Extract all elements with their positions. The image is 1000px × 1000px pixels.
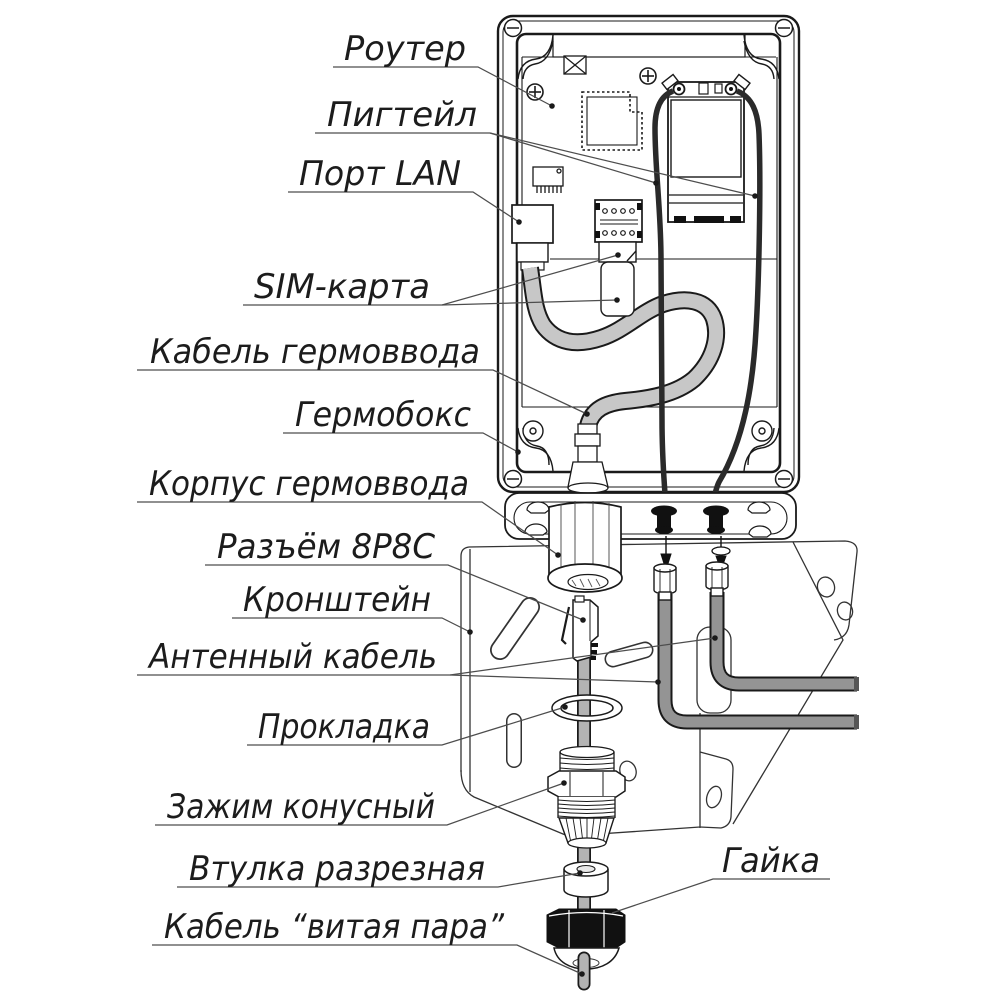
label-twisted-pair: Кабель “витая пара” [164, 907, 504, 947]
label-plug-8p8c: Разъём 8P8C [217, 527, 435, 567]
pigtail-cables [652, 88, 763, 495]
clip-component [563, 55, 587, 75]
label-nut: Гайка [722, 841, 820, 881]
label-hermobox: Гермобокс [295, 395, 471, 435]
label-gasket: Прокладка [258, 707, 430, 747]
label-lan-port: Порт LAN [299, 154, 461, 194]
cable-ferrule [567, 423, 609, 494]
label-antenna-cable: Антенный кабель [147, 637, 437, 677]
pcb-outline [521, 56, 778, 408]
router-chip [581, 91, 643, 151]
label-sim-card: SIM-карта [254, 267, 430, 307]
small-chip [532, 166, 564, 193]
sma-connectors [653, 561, 729, 601]
antenna-cables-part [653, 561, 859, 730]
label-bracket: Кронштейн [243, 580, 431, 620]
pcb-screws [526, 67, 657, 101]
label-pigtail: Пигтейл [327, 95, 477, 135]
leader-lines [137, 66, 830, 977]
corner-screws [503, 18, 794, 489]
label-gland-body: Корпус гермоввода [149, 464, 469, 504]
gland-cable-part [523, 266, 724, 429]
cone-clamp-part [547, 745, 626, 849]
gland-body-part [547, 501, 623, 593]
hermobox-drawing [496, 14, 801, 495]
bottom-bosses [522, 420, 773, 442]
label-cone-clamp: Зажим конусный [167, 787, 435, 827]
twisted-pair-stack [546, 595, 626, 991]
ufl-connectors [661, 73, 751, 96]
assembly-arrows [660, 536, 731, 572]
labels: Роутер Пигтейл Порт LAN SIM-карта Кабель… [147, 29, 820, 947]
gasket-part [551, 694, 623, 722]
rj45-part [560, 595, 599, 662]
bracket-drawing [460, 540, 858, 837]
flange-screws [524, 501, 772, 538]
label-gland-cable: Кабель гермоввода [150, 332, 480, 372]
lan-port-part [511, 204, 554, 271]
split-bushing-part [563, 861, 609, 898]
sim-holder-part [594, 199, 643, 243]
leader-dots [467, 103, 758, 977]
sim-card-part [598, 241, 637, 317]
modem-module [667, 81, 745, 223]
antenna-bulkheads [651, 505, 729, 534]
label-router: Роутер [344, 29, 466, 69]
label-split-bushing: Втулка разрезная [189, 849, 485, 889]
